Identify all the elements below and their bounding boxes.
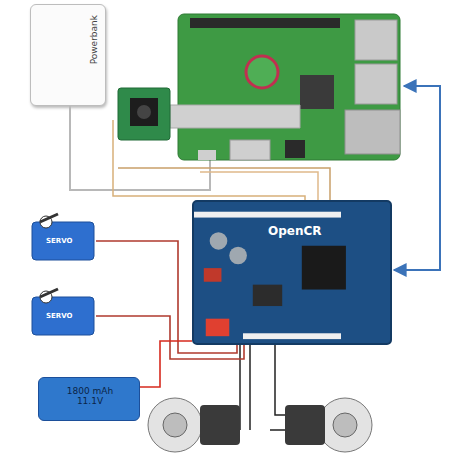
processor-chip [300, 75, 334, 109]
dynamixel-motor [200, 405, 240, 445]
servo-body [32, 297, 94, 335]
audio-jack [285, 140, 305, 158]
usb-link-arrow [394, 86, 440, 270]
wire-connector [140, 341, 192, 387]
node-label: OpenCR [268, 224, 322, 238]
usb-port [355, 20, 397, 60]
motor-wheel [148, 398, 202, 452]
dynamixel-motor [285, 405, 325, 445]
usb-port [355, 64, 397, 104]
servo-arm [40, 289, 58, 297]
hdmi-port [230, 140, 270, 160]
node-label: SERVO [46, 312, 72, 320]
motor-wire [249, 345, 251, 430]
camera-ribbon-cable [170, 105, 300, 128]
node-label: SERVO [46, 237, 72, 245]
switch [204, 268, 222, 282]
motor-hub [163, 413, 187, 437]
servo-box: SERVO [30, 287, 96, 337]
raspberry-pi-board [178, 14, 400, 160]
motor-wheel [318, 398, 372, 452]
node-label: 1800 mAh 11.1V [53, 386, 127, 406]
motor-wire [270, 345, 285, 430]
servo-box: SERVO [30, 212, 96, 262]
powerbank-box: Powerbank [30, 4, 106, 106]
camera-lens [130, 98, 158, 126]
board-details [194, 202, 390, 343]
motor-hub [333, 413, 357, 437]
regulator [253, 285, 282, 306]
node-label: Powerbank [89, 15, 99, 64]
camera-lens [137, 105, 151, 119]
camera-module [118, 88, 170, 140]
opencr-board: OpenCR [192, 200, 392, 345]
servo-arm [40, 214, 58, 222]
battery-box: 1800 mAh 11.1V [38, 377, 140, 421]
pin-header [243, 333, 341, 339]
micro-usb-port [198, 150, 216, 160]
capacitor [229, 247, 247, 265]
raspberry-logo [246, 56, 278, 88]
ethernet-port [345, 110, 400, 154]
capacitor [210, 232, 228, 250]
mcu-chip [302, 246, 346, 290]
power-connector [206, 319, 230, 337]
gpio-header [190, 18, 340, 28]
servo-body [32, 222, 94, 260]
pin-header [194, 212, 341, 218]
